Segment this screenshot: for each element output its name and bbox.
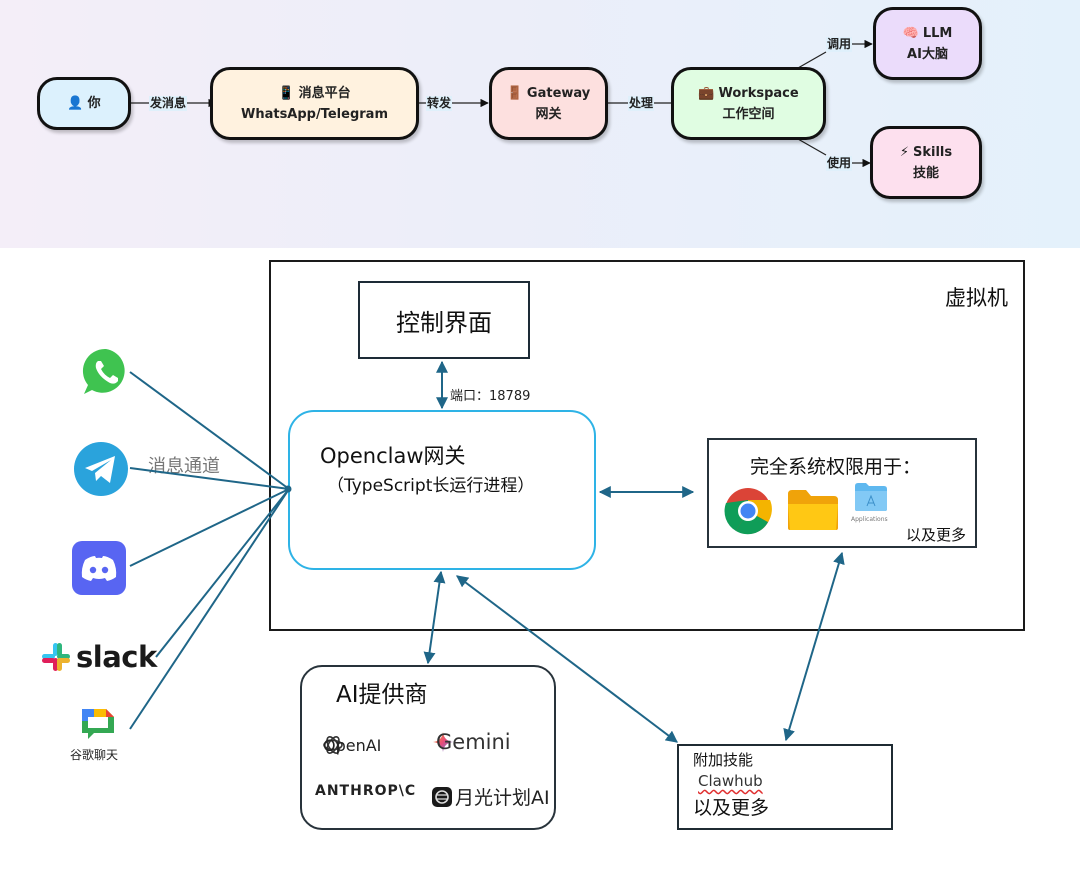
- flow-node-you: 👤你: [37, 77, 131, 130]
- door-icon: 🚪: [506, 85, 523, 101]
- discord-icon: [72, 541, 126, 595]
- flow-node-workspace: 💼Workspace 工作空间: [671, 67, 826, 140]
- gateway-title: Openclaw网关: [320, 444, 466, 468]
- google-chat-icon: [82, 709, 114, 739]
- phone-icon: 📱: [278, 85, 295, 101]
- channel-line-discord: [129, 488, 290, 567]
- briefcase-icon: 💼: [698, 85, 715, 101]
- brain-icon: 🧠: [902, 25, 919, 41]
- channel-line-gchat: [129, 488, 290, 730]
- edge-label-send: 发消息: [149, 96, 188, 111]
- telegram-icon: [74, 442, 128, 496]
- flow-node-gateway: 🚪Gateway 网关: [489, 67, 608, 140]
- chrome-icon: [724, 488, 772, 535]
- extra-skills-more: 以及更多: [693, 797, 770, 819]
- google-chat-label: 谷歌聊天: [70, 748, 119, 762]
- edge-workspace-skills: [797, 138, 827, 156]
- whatsapp-icon: [82, 348, 125, 394]
- provider-anthropic: ANTHROP\C: [315, 783, 417, 799]
- person-icon: 👤: [67, 96, 84, 111]
- applications-folder-icon: [855, 483, 887, 511]
- flow-node-llm: 🧠LLM AI大脑: [873, 7, 982, 80]
- provider-moonshot: 月光计划AI: [431, 783, 550, 810]
- flow-node-skills: ⚡Skills 技能: [870, 126, 982, 199]
- openai-icon: [323, 736, 343, 754]
- lightning-icon: ⚡: [899, 144, 909, 160]
- moonshot-icon: [432, 786, 452, 807]
- folder-icon: [788, 490, 838, 530]
- extra-skills-box: [677, 744, 893, 830]
- control-ui-label: 控制界面: [396, 308, 492, 337]
- edge-label-process: 处理: [628, 96, 655, 111]
- agent-flow-diagram: 👤你 📱消息平台 WhatsApp/Telegram 🚪Gateway 网关 💼…: [0, 0, 1080, 248]
- edge-label-invoke: 调用: [826, 37, 853, 52]
- control-ui-box: 控制界面: [358, 281, 530, 359]
- provider-openai: OpenAI: [321, 733, 381, 757]
- provider-gemini: Gemini: [432, 730, 511, 754]
- ai-providers-title: AI提供商: [336, 682, 428, 708]
- edge-workspace-llm: [797, 51, 827, 69]
- slack-logo: slack: [40, 640, 157, 674]
- flow-node-platform: 📱消息平台 WhatsApp/Telegram: [210, 67, 419, 140]
- gateway-subtitle: （TypeScript长运行进程）: [327, 476, 535, 496]
- extra-skills-title: 附加技能: [693, 751, 754, 769]
- edge-label-forward: 转发: [426, 96, 453, 111]
- system-access-more: 以及更多: [906, 526, 967, 544]
- edge-label-use: 使用: [826, 156, 853, 171]
- clawhub-link[interactable]: Clawhub: [698, 772, 763, 790]
- gemini-icon: [433, 732, 453, 752]
- port-label: 端口：18789: [450, 389, 531, 404]
- applications-label: Applications: [851, 516, 888, 523]
- system-access-title: 完全系统权限用于：: [750, 456, 922, 478]
- virtual-machine-label: 虚拟机: [945, 286, 1008, 310]
- slack-icon: [42, 643, 70, 671]
- message-channels-label: 消息通道: [148, 456, 220, 477]
